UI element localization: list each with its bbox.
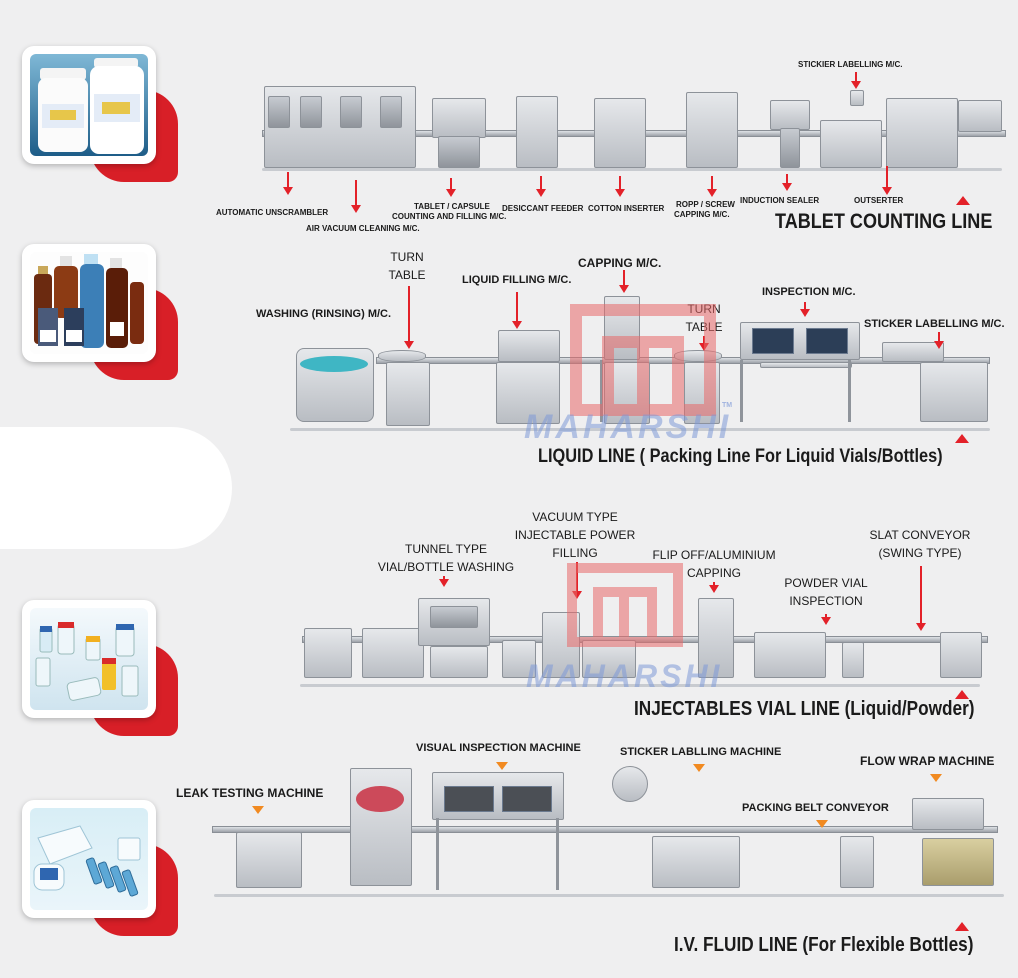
liquid-filling-machine [498, 330, 560, 362]
label-washing: WASHING (RINSING) M/C. [256, 308, 392, 320]
flip-off-capping [698, 598, 734, 678]
desiccant-feeder [516, 96, 558, 168]
liquid-bottles-thumbnail-icon [30, 252, 148, 354]
infeed-table [304, 628, 352, 678]
cotton-inserter [594, 98, 646, 168]
packing-belt-conveyor [840, 836, 874, 888]
tablet-line-title: TABLET COUNTING LINE [775, 210, 993, 233]
thumbnail-iv [22, 800, 182, 940]
label-vacuum: VACUUM TYPE INJECTABLE POWER FILLING [514, 510, 636, 560]
thumbnail-liquid [22, 244, 182, 384]
powder-inspection [754, 632, 826, 678]
label-air-vacuum: AIR VACUUM CLEANING M/C. [306, 224, 420, 233]
label-powder: POWDER VIAL INSPECTION [784, 576, 868, 608]
label-outserter: OUTSERTER [854, 196, 904, 205]
label-cotton: COTTON INSERTER [588, 204, 665, 213]
trademark-mark: TM [722, 402, 733, 409]
red-marker-icon [955, 922, 969, 931]
liquid-line-title: LIQUID LINE ( Packing Line For Liquid Vi… [538, 446, 943, 467]
maharshi-watermark-text: MAHARSHI [524, 408, 732, 446]
label-turn-table-1a: TURN [390, 250, 424, 264]
label-slat: SLAT CONVEYOR (SWING TYPE) [869, 528, 971, 560]
thumbnail-injectables [22, 600, 182, 740]
label-turn-table-1b: TABLE [388, 268, 426, 282]
label-capping: CAPPING M/C. [578, 256, 662, 270]
flow-wrap-machine [912, 798, 984, 830]
label-liquid-filling: LIQUID FILLING M/C. [462, 274, 572, 286]
label-flow-wrap: FLOW WRAP MACHINE [860, 754, 995, 768]
label-tunnel: TUNNEL TYPE VIAL/BOTTLE WASHING [377, 542, 515, 574]
red-marker-icon [956, 196, 970, 205]
label-leak: LEAK TESTING MACHINE [176, 786, 324, 800]
label-stickier: STICKIER LABELLING M/C. [798, 60, 903, 69]
label-desiccant: DESICCANT FEEDER [502, 204, 584, 213]
label-ropp-1: ROPP / SCREW [676, 200, 735, 209]
maharshi-logo-icon [568, 302, 718, 423]
injectables-line-title: INJECTABLES VIAL LINE (Liquid/Powder) [634, 698, 975, 720]
label-counting-2: COUNTING AND FILLING M/C. [392, 212, 507, 221]
label-visual: VISUAL INSPECTION MACHINE [416, 742, 581, 754]
maharshi-watermark-text-2: MAHARSHI [526, 658, 723, 694]
ropp-capping [686, 92, 738, 168]
white-side-tab [0, 427, 232, 549]
induction-sealer [770, 100, 810, 130]
iv-bags-thumbnail-icon [30, 808, 148, 910]
thumbnail-tablet [22, 46, 182, 186]
slat-conveyor [940, 632, 982, 678]
vials-thumbnail-icon [30, 608, 148, 710]
leak-tester-base [236, 832, 302, 888]
outserter-machine [886, 98, 958, 168]
red-marker-icon [955, 434, 969, 443]
label-packing: PACKING BELT CONVEYOR [742, 802, 889, 814]
maharshi-logo-icon [566, 562, 684, 653]
red-marker-icon [955, 690, 969, 699]
iv-line-title: I.V. FLUID LINE (For Flexible Bottles) [674, 934, 974, 956]
turn-table-1 [378, 350, 426, 362]
label-sticker-iv: STICKER LABLLING MACHINE [620, 746, 782, 758]
sticker-lablling-machine [612, 766, 648, 802]
stickier-labeller [850, 90, 864, 106]
label-unscrambler: AUTOMATIC UNSCRAMBLER [216, 208, 329, 217]
sticker-labeller [882, 342, 944, 362]
label-sticker: STICKER LABELLING M/C. [864, 318, 1005, 330]
label-ropp-2: CAPPING M/C. [674, 210, 730, 219]
label-induction: INDUCTION SEALER [740, 196, 820, 205]
bottle-thumbnail-icon [30, 54, 148, 156]
label-flip-off: FLIP OFF/ALUMINIUM CAPPING [652, 548, 776, 580]
label-inspection: INSPECTION M/C. [762, 286, 856, 298]
counting-machine [432, 98, 486, 138]
label-counting-1: TABLET / CAPSULE [414, 202, 490, 211]
